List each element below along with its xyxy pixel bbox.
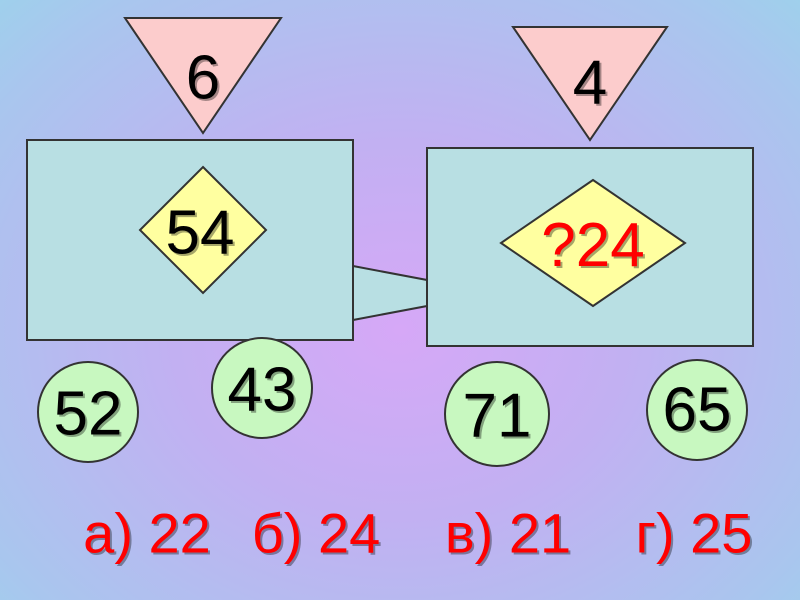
left-top-number: 6 — [186, 44, 220, 113]
wheel-number: 65 — [663, 376, 732, 445]
wheel — [37, 361, 139, 463]
left-center-number: 54 — [166, 199, 235, 268]
connector — [352, 264, 428, 322]
left-diamond — [138, 165, 268, 295]
wheel — [646, 359, 748, 461]
right-triangle — [511, 26, 669, 142]
answer-option-b[interactable]: б) 24 — [252, 502, 381, 565]
right-center-label: ?24 — [541, 211, 644, 280]
right-center-answer: 24 — [576, 211, 645, 280]
wheel-number: 43 — [228, 356, 297, 425]
answer-option-g[interactable]: г) 25 — [636, 502, 753, 565]
right-diamond — [499, 178, 687, 308]
right-top-number: 4 — [573, 49, 607, 118]
right-center-unknown: ? — [541, 211, 575, 280]
answer-option-v[interactable]: в) 21 — [445, 502, 571, 565]
answer-option-a[interactable]: а) 22 — [83, 502, 211, 565]
wheel-number: 52 — [54, 380, 123, 449]
wheel-number: 71 — [463, 382, 532, 451]
left-triangle — [123, 17, 283, 135]
wheel — [444, 361, 550, 467]
wheel — [211, 337, 313, 439]
